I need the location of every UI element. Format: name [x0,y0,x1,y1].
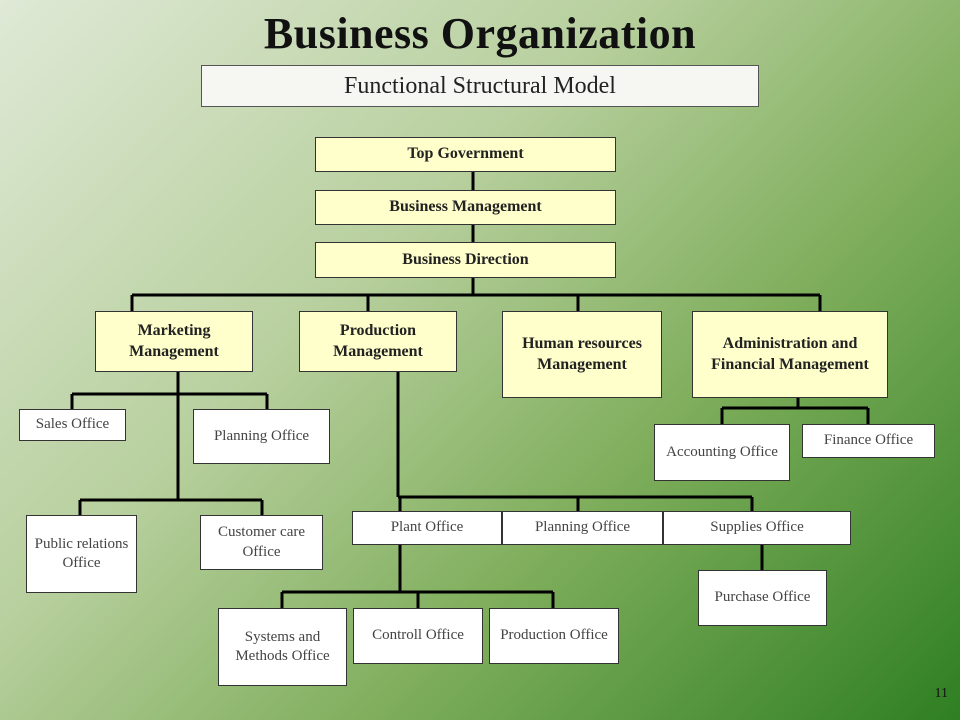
node-accounting-office: Accounting Office [654,424,790,481]
node-administration-financial-management: Administration and Financial Management [692,311,888,398]
node-public-relations-office: Public relations Office [26,515,137,593]
node-purchase-office: Purchase Office [698,570,827,626]
node-customer-care-office: Customer care Office [200,515,323,570]
subtitle-box: Functional Structural Model [201,65,759,107]
node-planning-office-production: Planning Office [502,511,663,545]
node-controll-office: Controll Office [353,608,483,664]
node-supplies-office: Supplies Office [663,511,851,545]
node-systems-methods-office: Systems and Methods Office [218,608,347,686]
node-plant-office: Plant Office [352,511,502,545]
node-production-office: Production Office [489,608,619,664]
page-number: 11 [934,686,948,701]
node-planning-office-marketing: Planning Office [193,409,330,464]
node-business-direction: Business Direction [315,242,616,278]
node-marketing-management: Marketing Management [95,311,253,372]
node-production-management: Production Management [299,311,457,372]
node-human-resources-management: Human resources Management [502,311,662,398]
node-finance-office: Finance Office [802,424,935,458]
node-top-government: Top Government [315,137,616,172]
node-business-management: Business Management [315,190,616,225]
page-title: Business Organization [263,9,697,58]
node-sales-office: Sales Office [19,409,126,441]
